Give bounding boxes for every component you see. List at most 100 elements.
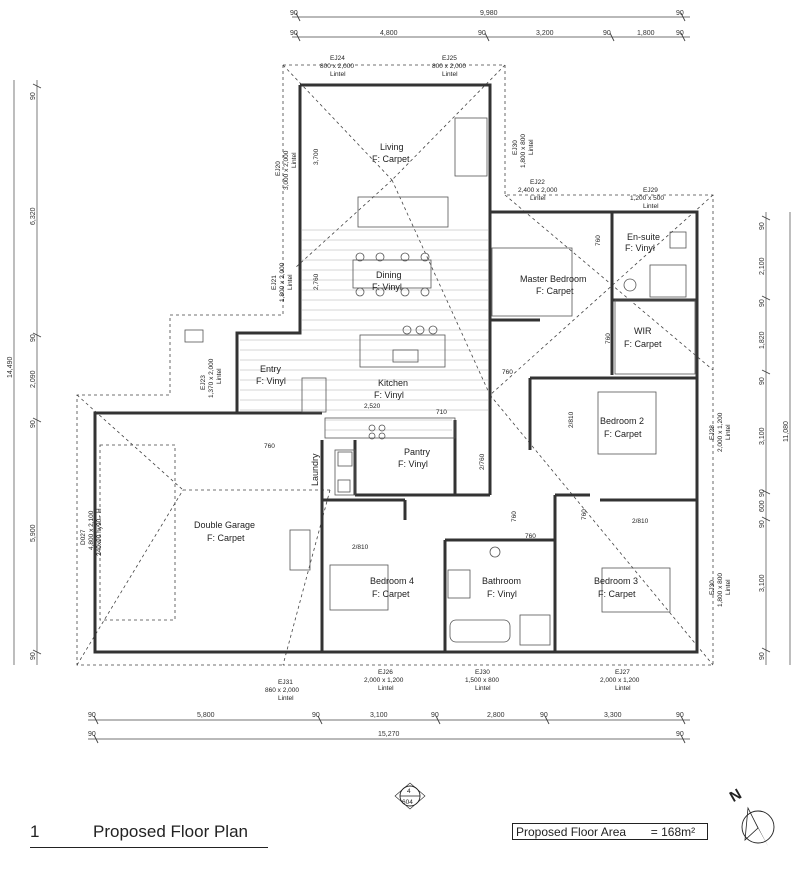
dim-2520: 2,520 — [364, 403, 381, 410]
ej29-type: Lintel — [643, 203, 659, 210]
floor-area-box: Proposed Floor Area = 168m² — [512, 823, 708, 840]
dim-top-1-a: 90 — [290, 10, 298, 17]
bath-tub — [449, 619, 511, 643]
room-kitchen-name: Kitchen — [378, 378, 408, 388]
room-entry-finish: F: Vinyl — [256, 376, 286, 386]
room-labels: Living F: Carpet Dining F: Vinyl Kitchen… — [194, 142, 662, 599]
dim-right-seg-10: 90 — [759, 652, 766, 660]
ej31-size: 860 x 2,000 — [265, 687, 299, 694]
ej24-id: EJ24 — [330, 55, 345, 62]
ej24-size: 800 x 2,000 — [320, 63, 354, 70]
door-760-bath: 760 — [525, 533, 536, 540]
dim-top-2-c: 90 — [478, 30, 486, 37]
door-710: 710 — [436, 409, 447, 416]
room-ensuite-finish: F: Vinyl — [625, 243, 655, 253]
section-ref-top: 4 — [407, 788, 411, 795]
dim-top-2-b: 4,800 — [380, 30, 398, 37]
dim-top-1-c: 90 — [676, 10, 684, 17]
ej30-right-size: 1,800 x 800 — [717, 573, 724, 607]
dim-top-2-g: 90 — [676, 30, 684, 37]
ej28-size: 2,000 x 1,200 — [717, 412, 724, 452]
dim-left-overall: 14,490 — [7, 356, 14, 378]
dim-right-overall: 11,080 — [783, 421, 790, 442]
ej30-top-type: Lintel — [528, 139, 535, 155]
ej23-id: EJ23 — [200, 375, 207, 390]
room-kitchen-finish: F: Vinyl — [374, 390, 404, 400]
dim-left-seg-3: 2,090 — [30, 370, 37, 388]
ej21-size: 1,800 x 2,000 — [279, 262, 286, 302]
door-2810-bed4: 2/810 — [352, 544, 369, 551]
ej30-right-type: Lintel — [725, 579, 732, 595]
dim-left-seg-4: 90 — [30, 420, 37, 428]
dim-bot-1-8: 90 — [676, 712, 684, 719]
north-arrow: N — [727, 786, 775, 846]
dim-bot-2-2: 90 — [676, 731, 684, 738]
room-garage-name: Double Garage — [194, 520, 255, 530]
section-ref-bottom: 604 — [402, 799, 413, 806]
d027-id: D027 — [80, 529, 87, 545]
dim-bot-1-6: 90 — [540, 712, 548, 719]
ej28-id: EJ28 — [709, 425, 716, 440]
vinyl-floor-hatch — [240, 229, 488, 431]
ej20-type: Lintel — [291, 152, 298, 168]
ej25-type: Lintel — [442, 71, 458, 78]
dim-right-seg-2: 90 — [759, 299, 766, 307]
ej27-type: Lintel — [615, 685, 631, 692]
ej25-id: EJ25 — [442, 55, 457, 62]
dim-bot-1-7: 3,300 — [604, 712, 622, 719]
ej29-size: 1,200 x 500 — [630, 195, 664, 202]
dim-right-seg-8: 90 — [759, 520, 766, 528]
room-dining-name: Dining — [376, 270, 402, 280]
ej27-id: EJ27 — [615, 669, 630, 676]
door-2760-pantry: 2/760 — [479, 453, 486, 470]
section-marker: 4 604 — [394, 782, 426, 810]
meter-box — [184, 329, 204, 343]
room-laundry-name: Laundry — [310, 453, 320, 486]
room-living-finish: F: Carpet — [372, 154, 410, 164]
dim-top-2-f: 1,800 — [637, 30, 655, 37]
room-bed4-name: Bedroom 4 — [370, 576, 414, 586]
ej21-type: Lintel — [287, 274, 294, 290]
bed-4 — [329, 564, 389, 611]
ej22-id: EJ22 — [530, 179, 545, 186]
ej26-id: EJ26 — [378, 669, 393, 676]
ej22-type: Lintel — [530, 195, 546, 202]
dim-right-seg-1: 2,100 — [759, 257, 766, 275]
vanity — [447, 569, 471, 599]
dim-left-seg-1: 6,320 — [30, 207, 37, 225]
room-master-name: Master Bedroom — [520, 274, 587, 284]
ej31-type: Lintel — [278, 695, 294, 702]
dim-top-2-a: 90 — [290, 30, 298, 37]
dim-right-seg-9: 3,100 — [759, 574, 766, 592]
ej23-size: 1,370 x 2,000 — [208, 358, 215, 398]
ej28-type: Lintel — [725, 424, 732, 440]
ej30-bot-type: Lintel — [475, 685, 491, 692]
door-760-master: 760 — [502, 369, 513, 376]
dim-right-seg-4: 90 — [759, 377, 766, 385]
kitchen-bench — [324, 417, 456, 439]
garage-shelf — [289, 529, 311, 571]
room-living-name: Living — [380, 142, 404, 152]
sofa-living — [454, 117, 488, 177]
room-master-finish: F: Carpet — [536, 286, 574, 296]
door-760-wir: 760 — [605, 333, 612, 344]
ej30-bot-size: 1,500 x 800 — [465, 677, 499, 684]
ej25-size: 800 x 2,000 — [432, 63, 466, 70]
dim-bot-1-2: 90 — [312, 712, 320, 719]
furniture — [184, 117, 696, 646]
dim-top-2-e: 90 — [603, 30, 611, 37]
door-2810-bed3: 2/810 — [632, 518, 649, 525]
dim-bot-1-1: 5,800 — [197, 712, 215, 719]
room-pantry-finish: F: Vinyl — [398, 459, 428, 469]
ensuite-basin — [669, 231, 687, 249]
ej22-size: 2,400 x 2,000 — [518, 187, 558, 194]
ensuite-shower — [649, 264, 687, 298]
ej21-id: EJ21 — [271, 275, 278, 290]
dim-right-seg-3: 1,820 — [759, 331, 766, 349]
dim-top-1-b: 9,980 — [480, 10, 498, 17]
dim-left-seg-5: 5,900 — [30, 524, 37, 542]
master-bed — [491, 247, 573, 317]
dim-left-seg-2: 90 — [30, 334, 37, 342]
dim-left-seg-6: 90 — [30, 652, 37, 660]
dim-left-seg-0: 90 — [30, 92, 37, 100]
